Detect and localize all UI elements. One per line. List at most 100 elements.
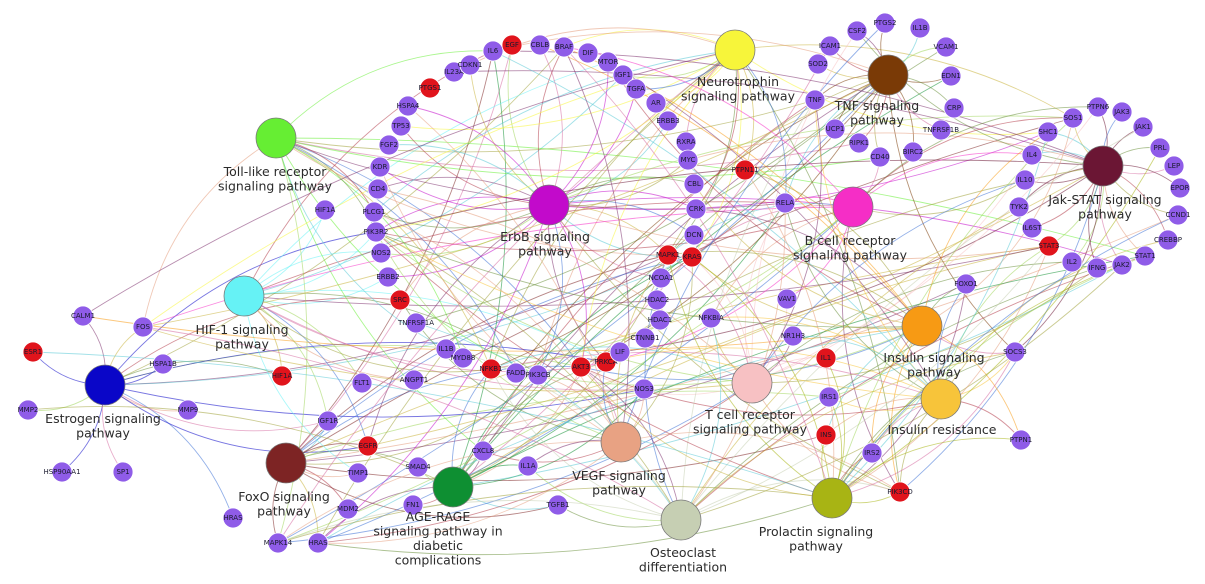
- gene-node-hdac2[interactable]: HDAC2: [645, 289, 670, 311]
- gene-node-ptpn1[interactable]: PTPN1: [1010, 429, 1032, 451]
- gene-node-calm1[interactable]: CALM1: [71, 305, 95, 327]
- gene-node-ifng[interactable]: IFNG: [1086, 257, 1108, 279]
- gene-node-jak3[interactable]: JAK3: [1111, 101, 1133, 123]
- gene-node-nfkb1[interactable]: NFKB1: [479, 358, 503, 380]
- gene-node-ptgs1[interactable]: PTGS1: [419, 77, 442, 99]
- gene-node-rela[interactable]: RELA: [774, 192, 796, 214]
- gene-node-plcg1[interactable]: PLCG1: [363, 201, 386, 223]
- gene-node-il4[interactable]: IL4: [1021, 144, 1043, 166]
- gene-node-pik3cb[interactable]: PIK3CB: [525, 364, 551, 386]
- gene-node-cxcl8[interactable]: CXCL8: [472, 440, 494, 462]
- gene-node-icam1[interactable]: ICAM1: [819, 35, 841, 57]
- gene-node-igf1r[interactable]: IGF1R: [318, 410, 339, 432]
- gene-node-lep[interactable]: LEP: [1163, 155, 1185, 177]
- gene-node-crebbp[interactable]: CREBBP: [1154, 229, 1182, 251]
- gene-node-flt1[interactable]: FLT1: [351, 372, 373, 394]
- gene-node-hras[interactable]: HRAS: [222, 507, 244, 529]
- gene-node-hsp90aa1[interactable]: HSP90AA1: [43, 461, 81, 483]
- gene-node-akt3[interactable]: AKT3: [570, 356, 592, 378]
- gene-node-hif1a[interactable]: HIF1A: [271, 365, 293, 387]
- gene-node-myd88[interactable]: MYD88: [451, 347, 476, 369]
- gene-node-braf[interactable]: BRAF: [553, 36, 575, 58]
- gene-node-jak2[interactable]: JAK2: [1111, 254, 1133, 276]
- gene-node-mdm2[interactable]: MDM2: [337, 498, 359, 520]
- gene-node-il1a[interactable]: IL1A: [517, 455, 539, 477]
- gene-node-fn1[interactable]: FN1: [402, 494, 424, 516]
- gene-node-hspa4[interactable]: HSPA4: [397, 95, 420, 117]
- gene-node-ptpn11[interactable]: PTPN11: [732, 159, 759, 181]
- gene-node-erbb3[interactable]: ERBB3: [656, 110, 680, 132]
- gene-node-ncoa1[interactable]: NCOA1: [649, 267, 674, 289]
- gene-node-esr1[interactable]: ESR1: [22, 341, 44, 363]
- gene-node-egfr[interactable]: EGFR: [357, 435, 379, 457]
- gene-node-lif[interactable]: LIF: [609, 341, 631, 363]
- gene-node-ar[interactable]: AR: [645, 92, 667, 114]
- gene-node-tgfb1[interactable]: TGFB1: [546, 494, 570, 516]
- gene-node-timp1[interactable]: TIMP1: [346, 462, 369, 484]
- gene-node-nos3[interactable]: NOS3: [633, 378, 655, 400]
- pathway-node-insres[interactable]: Insulin resistance: [888, 378, 997, 437]
- gene-node-rxra[interactable]: RXRA: [675, 131, 697, 153]
- gene-node-sod2[interactable]: SOD2: [807, 53, 829, 75]
- gene-node-ptgs2[interactable]: PTGS2: [874, 12, 897, 34]
- gene-node-mmp9[interactable]: MMP9: [177, 399, 199, 421]
- gene-node-igf1[interactable]: IGF1: [612, 64, 634, 86]
- gene-node-hdac1[interactable]: HDAC1: [648, 309, 673, 331]
- gene-node-myc[interactable]: MYC: [677, 149, 699, 171]
- gene-node-nfkbia[interactable]: NFKBIA: [698, 307, 724, 329]
- gene-node-hif1a[interactable]: HIF1A: [314, 199, 336, 221]
- gene-node-socs3[interactable]: SOCS3: [1003, 341, 1027, 363]
- gene-node-tyk2[interactable]: TYK2: [1008, 196, 1030, 218]
- gene-node-shc1[interactable]: SHC1: [1037, 121, 1059, 143]
- gene-node-vcam1[interactable]: VCAM1: [934, 36, 959, 58]
- gene-node-il6st[interactable]: IL6ST: [1021, 217, 1043, 239]
- gene-node-irs1[interactable]: IRS1: [818, 386, 840, 408]
- gene-node-mmp2[interactable]: MMP2: [17, 399, 39, 421]
- gene-node-stat1[interactable]: STAT1: [1134, 245, 1156, 267]
- gene-node-crk[interactable]: CRK: [685, 198, 707, 220]
- gene-node-hras[interactable]: HRAS: [307, 532, 329, 554]
- gene-node-il10[interactable]: IL10: [1014, 169, 1036, 191]
- gene-node-stat3[interactable]: STAT3: [1038, 235, 1060, 257]
- gene-node-mtor[interactable]: MTOR: [597, 51, 619, 73]
- gene-node-mapk14[interactable]: MAPK14: [264, 532, 293, 554]
- gene-node-ripk1[interactable]: RIPK1: [848, 132, 870, 154]
- gene-node-kdr[interactable]: KDR: [369, 156, 391, 178]
- gene-node-irs2[interactable]: IRS2: [861, 442, 883, 464]
- gene-node-il1[interactable]: IL1: [815, 347, 837, 369]
- gene-node-dcn[interactable]: DCN: [683, 224, 705, 246]
- gene-node-ccnd1[interactable]: CCND1: [1166, 204, 1191, 226]
- gene-node-mapk1[interactable]: MAPK1: [656, 244, 680, 266]
- gene-node-ucp1[interactable]: UCP1: [824, 118, 846, 140]
- gene-node-cdkn1[interactable]: CDKN1: [458, 54, 483, 76]
- gene-node-tnfrsf1a[interactable]: TNFRSF1A: [397, 312, 434, 334]
- gene-node-edn1[interactable]: EDN1: [940, 65, 962, 87]
- gene-node-ctnnb1[interactable]: CTNNB1: [631, 327, 660, 349]
- gene-node-tnfrsf1b[interactable]: TNFRSF1B: [922, 119, 959, 141]
- gene-node-erbb2[interactable]: ERBB2: [376, 266, 400, 288]
- gene-node-crp[interactable]: CRP: [943, 97, 965, 119]
- gene-node-dif[interactable]: DIF: [577, 42, 599, 64]
- gene-node-cd4[interactable]: CD4: [367, 178, 389, 200]
- gene-node-smad4[interactable]: SMAD4: [405, 456, 431, 478]
- gene-node-kras[interactable]: KRAS: [681, 246, 703, 268]
- gene-node-epor[interactable]: EPOR: [1169, 177, 1191, 199]
- gene-node-vav1[interactable]: VAV1: [776, 288, 798, 310]
- gene-node-cbl[interactable]: CBL: [683, 173, 705, 195]
- gene-node-fos[interactable]: FOS: [132, 316, 154, 338]
- gene-node-ptpn6[interactable]: PTPN6: [1087, 96, 1110, 118]
- gene-node-il2[interactable]: IL2: [1061, 251, 1083, 273]
- gene-node-jak1[interactable]: JAK1: [1132, 116, 1154, 138]
